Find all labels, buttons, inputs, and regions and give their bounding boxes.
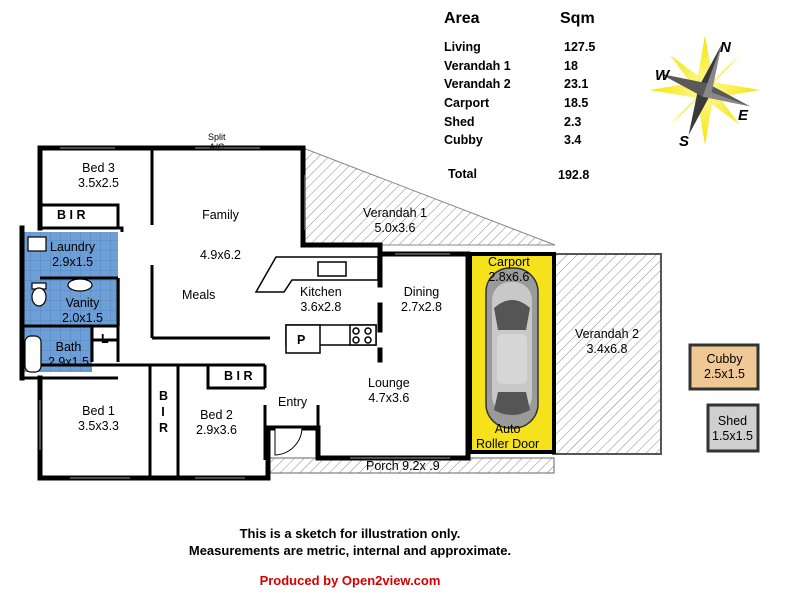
area-total-value: 192.8 xyxy=(558,168,590,182)
room-dims: 4.9x6.2 xyxy=(200,248,242,262)
compass-e: E xyxy=(738,107,749,124)
room-name: Shed xyxy=(717,414,748,428)
area-row-value: 18.5 xyxy=(564,96,589,110)
room-kitchen: Kitchen 3.6x2.8 xyxy=(300,285,342,315)
area-row-value: 3.4 xyxy=(564,133,582,147)
room-carport: Carport 2.8x6.6 xyxy=(488,255,530,285)
area-row-label: Living xyxy=(444,40,481,54)
windows xyxy=(39,147,450,479)
auto-roller-door-label: Auto Roller Door xyxy=(476,422,539,452)
room-vanity: Vanity 2.0x1.5 xyxy=(62,296,103,326)
entry-door-icon xyxy=(274,427,303,456)
compass-w: W xyxy=(655,67,670,84)
room-family: Family 4.9x6.2 xyxy=(200,195,241,275)
auto-line2: Roller Door xyxy=(476,437,540,451)
kitchen-counters xyxy=(254,256,379,354)
split-ac-line2: A/C xyxy=(209,142,225,152)
interior-walls xyxy=(22,148,320,478)
room-dims: 2.9x1.5 xyxy=(52,255,94,269)
area-row-value: 18 xyxy=(564,59,578,73)
room-dims: 2.0x1.5 xyxy=(62,311,104,325)
cubby-box xyxy=(688,343,760,391)
area-row-label: Verandah 1 xyxy=(444,59,511,73)
basin-icon xyxy=(67,278,93,292)
area-row-value: 23.1 xyxy=(564,77,589,91)
area-row-label: Verandah 2 xyxy=(444,77,511,91)
room-name: Laundry xyxy=(50,240,96,254)
area-row-label: Shed xyxy=(444,115,475,129)
room-dims: 3.6x2.8 xyxy=(300,300,342,314)
shed-box xyxy=(706,403,760,453)
disclaimer-line-2: Measurements are metric, internal and ap… xyxy=(188,543,512,558)
area-header: Area xyxy=(444,10,480,27)
room-lounge: Lounge 4.7x3.6 xyxy=(368,376,410,406)
room-name: Family xyxy=(202,208,239,222)
room-dims: 2.9x3.6 xyxy=(196,423,238,437)
area-row-value: 2.3 xyxy=(564,115,582,129)
room-meals: Meals xyxy=(182,288,216,302)
room-name: Dining xyxy=(403,285,440,299)
room-dims: 5.0x3.6 xyxy=(374,221,416,235)
sqm-header: Sqm xyxy=(560,10,595,27)
room-name: Bed 1 xyxy=(82,404,115,418)
room-dims: 3.5x2.5 xyxy=(78,176,120,190)
area-row-label: Cubby xyxy=(444,133,483,147)
room-laundry: Laundry 2.9x1.5 xyxy=(50,240,95,270)
room-bed2: Bed 2 2.9x3.6 xyxy=(196,408,237,438)
room-verandah1: Verandah 1 5.0x3.6 xyxy=(363,206,427,236)
room-dims: 3.4x6.8 xyxy=(586,342,628,356)
laundry-tub-icon xyxy=(27,236,47,252)
room-name: Cubby xyxy=(706,352,743,366)
area-row-value: 127.5 xyxy=(564,40,596,54)
compass-rose xyxy=(650,35,760,145)
room-name: Verandah 2 xyxy=(575,327,639,341)
credit-line: Produced by Open2view.com xyxy=(259,573,441,588)
verandah-2-area xyxy=(552,253,662,455)
room-dims: 3.5x3.3 xyxy=(78,419,120,433)
verandah-1-area xyxy=(302,147,556,246)
auto-line1: Auto xyxy=(494,422,521,436)
room-name: Lounge xyxy=(368,376,410,390)
room-name: Verandah 1 xyxy=(363,206,427,220)
room-dims: 2.8x6.6 xyxy=(488,270,530,284)
room-verandah2: Verandah 2 3.4x6.8 xyxy=(575,327,639,357)
porch-label: Porch 9.2x .9 xyxy=(366,459,440,473)
room-bath: Bath 2.9x1.5 xyxy=(48,340,89,370)
room-dims: 2.9x1.5 xyxy=(48,355,90,369)
disclaimer-line-1: This is a sketch for illustration only. xyxy=(239,526,461,541)
room-name: Vanity xyxy=(65,296,100,310)
entry-label: Entry xyxy=(278,395,308,409)
room-dining: Dining 2.7x2.8 xyxy=(401,285,442,315)
area-row-label: Carport xyxy=(444,96,490,110)
room-dims: 2.5x1.5 xyxy=(704,367,746,381)
bathtub-icon xyxy=(24,335,42,373)
room-bed1: Bed 1 3.5x3.3 xyxy=(78,404,119,434)
room-shed: Shed 1.5x1.5 xyxy=(712,414,753,444)
room-dims: 2.7x2.8 xyxy=(401,300,443,314)
pantry-label: P xyxy=(297,333,306,347)
compass-s: S xyxy=(679,133,690,150)
room-bed3: Bed 3 3.5x2.5 xyxy=(78,161,119,191)
bir-top-label: B I R xyxy=(57,208,86,222)
room-cubby: Cubby 2.5x1.5 xyxy=(704,352,745,382)
compass-n: N xyxy=(720,39,731,56)
car-icon xyxy=(485,267,539,429)
area-total-label: Total xyxy=(448,167,477,181)
room-name: Carport xyxy=(488,255,530,269)
room-dims: 1.5x1.5 xyxy=(712,429,754,443)
room-name: Bed 3 xyxy=(82,161,115,175)
split-ac-line1: Split xyxy=(208,132,226,142)
toilet-icon xyxy=(31,282,47,307)
bir-mid-label: B I R xyxy=(159,389,169,435)
bir-bed2-label: B I R xyxy=(224,369,253,383)
split-ac-label: Split A/C xyxy=(208,132,226,152)
room-name: Bath xyxy=(55,340,82,354)
room-dims: 4.7x3.6 xyxy=(368,391,410,405)
linen-label: L xyxy=(101,332,109,346)
room-name: Bed 2 xyxy=(200,408,233,422)
room-name: Kitchen xyxy=(300,285,342,299)
